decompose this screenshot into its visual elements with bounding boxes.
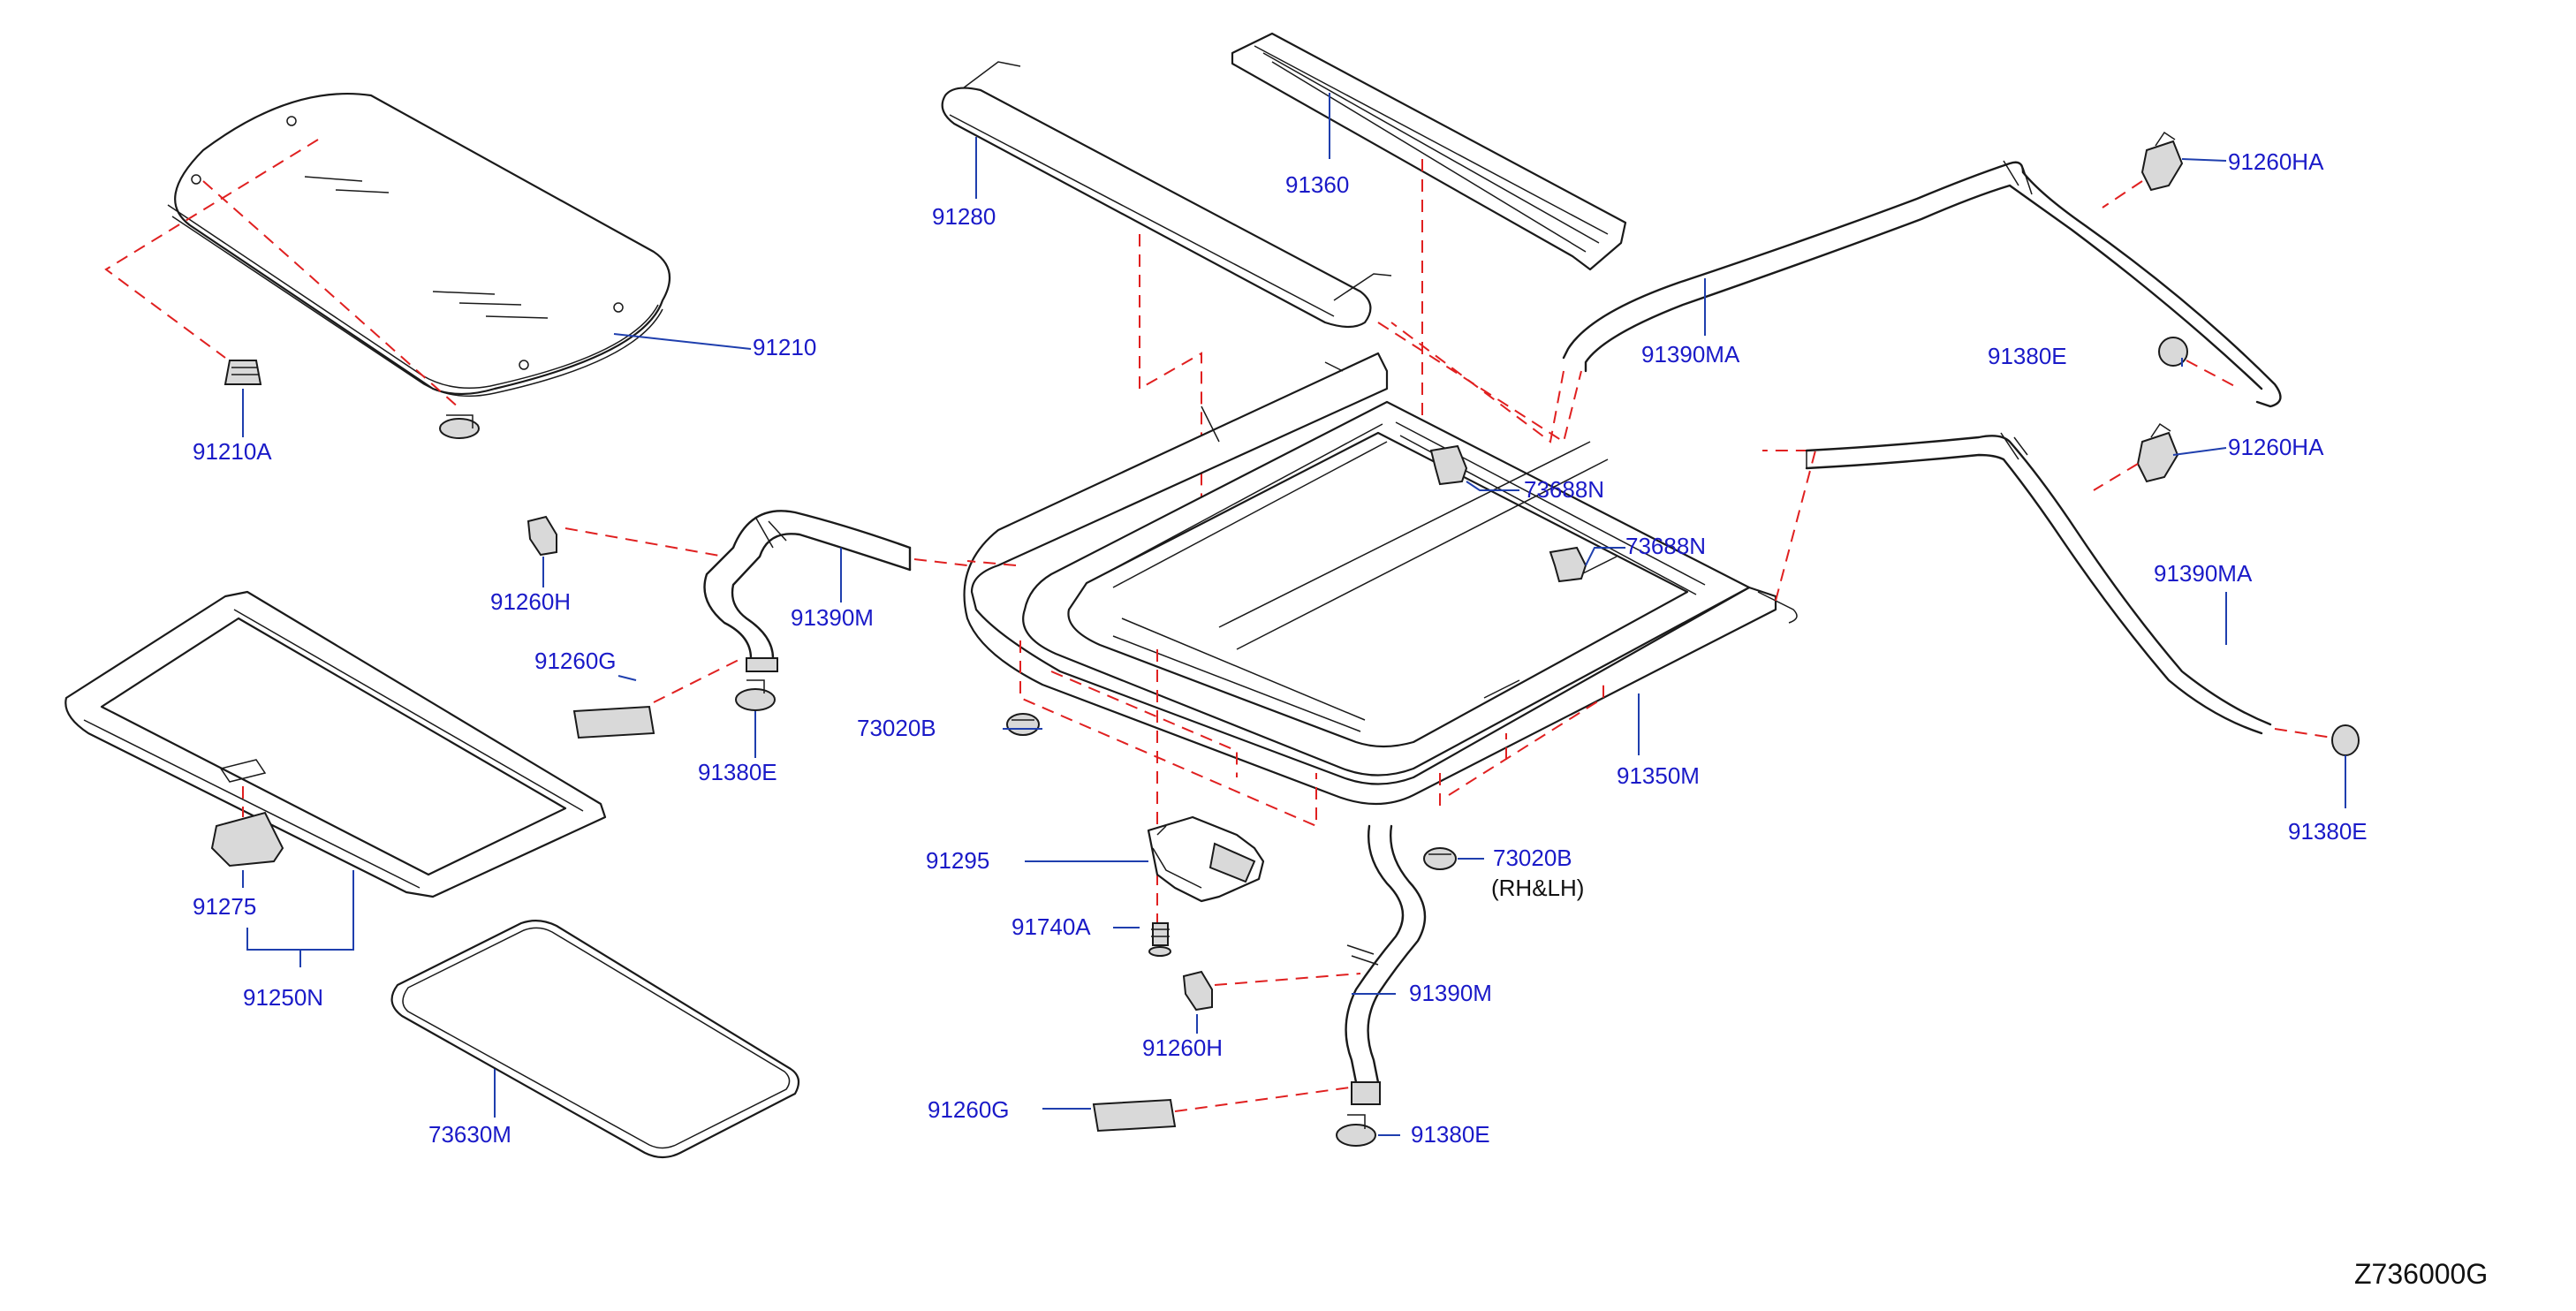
grommet-91380e-left	[735, 679, 776, 711]
label-91210a: 91210A	[193, 438, 272, 465]
nut-73020b-left	[1006, 713, 1040, 736]
sunroof-motor	[1147, 815, 1265, 903]
label-91390m-left: 91390M	[791, 604, 874, 631]
label-91260g-bottom: 91260G	[928, 1096, 1010, 1123]
label-91740a: 91740A	[1011, 913, 1091, 940]
grommet-91380e-bottom	[1336, 1114, 1376, 1147]
label-91260h-bottom: 91260H	[1142, 1034, 1223, 1061]
label-91260ha-mid: 91260HA	[2228, 434, 2324, 460]
glass-grommet	[439, 414, 480, 439]
bracket-73688n-upper	[1429, 444, 1468, 486]
drain-hose-front-right	[1562, 160, 2282, 408]
label-91280: 91280	[932, 203, 996, 230]
label-91275: 91275	[193, 893, 256, 920]
label-91360: 91360	[1285, 171, 1349, 198]
grommet-91380e-right-top	[2158, 337, 2188, 367]
label-91260g-left: 91260G	[534, 648, 617, 674]
label-91380e-left: 91380E	[698, 759, 777, 785]
drain-hose-rear-left	[1345, 824, 1427, 1105]
clip-91260h-bottom	[1182, 970, 1213, 1012]
clip-91260ha-mid	[2136, 422, 2179, 483]
screw-91740a	[1148, 922, 1171, 957]
sunroof-glass-panel	[167, 92, 671, 398]
label-73688n-upper: 73688N	[1524, 476, 1604, 503]
label-leader-lines	[242, 93, 2346, 1136]
bracket-73688n-lower	[1549, 546, 1587, 583]
sunroof-frame	[963, 352, 1798, 806]
label-91260ha-upper: 91260HA	[2228, 148, 2324, 175]
pad-91260g-left	[572, 705, 655, 739]
label-73688n-lower: 73688N	[1625, 533, 1706, 559]
sunshade	[64, 590, 607, 898]
weatherstrip	[390, 920, 800, 1159]
label-91390ma-upper: 91390MA	[1641, 341, 1740, 368]
label-91390m-bottom: 91390M	[1409, 980, 1492, 1006]
label-91380e-right-bottom: 91380E	[2288, 818, 2368, 845]
pad-91260g-bottom	[1092, 1098, 1177, 1133]
diagram-code: Z736000G	[2354, 1258, 2488, 1290]
front-rail	[1231, 32, 1627, 271]
label-73020b-right: 73020B	[1493, 845, 1572, 871]
label-rh-lh: (RH&LH)	[1491, 875, 1584, 901]
glass-dashed-leaders	[104, 139, 460, 409]
label-91250n: 91250N	[243, 984, 323, 1011]
left-hose-dashed-leaders	[564, 527, 968, 703]
clip-91260ha-top	[2140, 131, 2184, 192]
label-91380e-bottom: 91380E	[1411, 1121, 1490, 1148]
wind-deflector	[941, 61, 1392, 329]
clip-91260h-left	[527, 515, 557, 557]
label-91295: 91295	[926, 847, 989, 874]
label-91260h-left: 91260H	[490, 588, 571, 615]
label-73630m: 73630M	[428, 1121, 511, 1148]
label-91210: 91210	[753, 334, 816, 360]
glass-clip-91210a	[224, 360, 262, 385]
label-91380e-right-top: 91380E	[1988, 343, 2067, 369]
label-91390ma-lower: 91390MA	[2154, 560, 2253, 587]
frame-dashed-leaders	[966, 322, 1817, 923]
label-91350m: 91350M	[1617, 762, 1700, 789]
switch-91275	[210, 811, 284, 868]
rear-left-hose-dashed-leaders	[1174, 973, 1361, 1112]
grommet-91380e-right-bottom	[2331, 724, 2360, 756]
drain-hose-left	[703, 510, 912, 672]
right-hose-dashed-leaders	[1390, 180, 2333, 739]
label-73020b-left: 73020B	[857, 715, 936, 741]
drain-hose-rear-right	[1805, 432, 2272, 735]
nut-73020b-right	[1423, 847, 1457, 870]
